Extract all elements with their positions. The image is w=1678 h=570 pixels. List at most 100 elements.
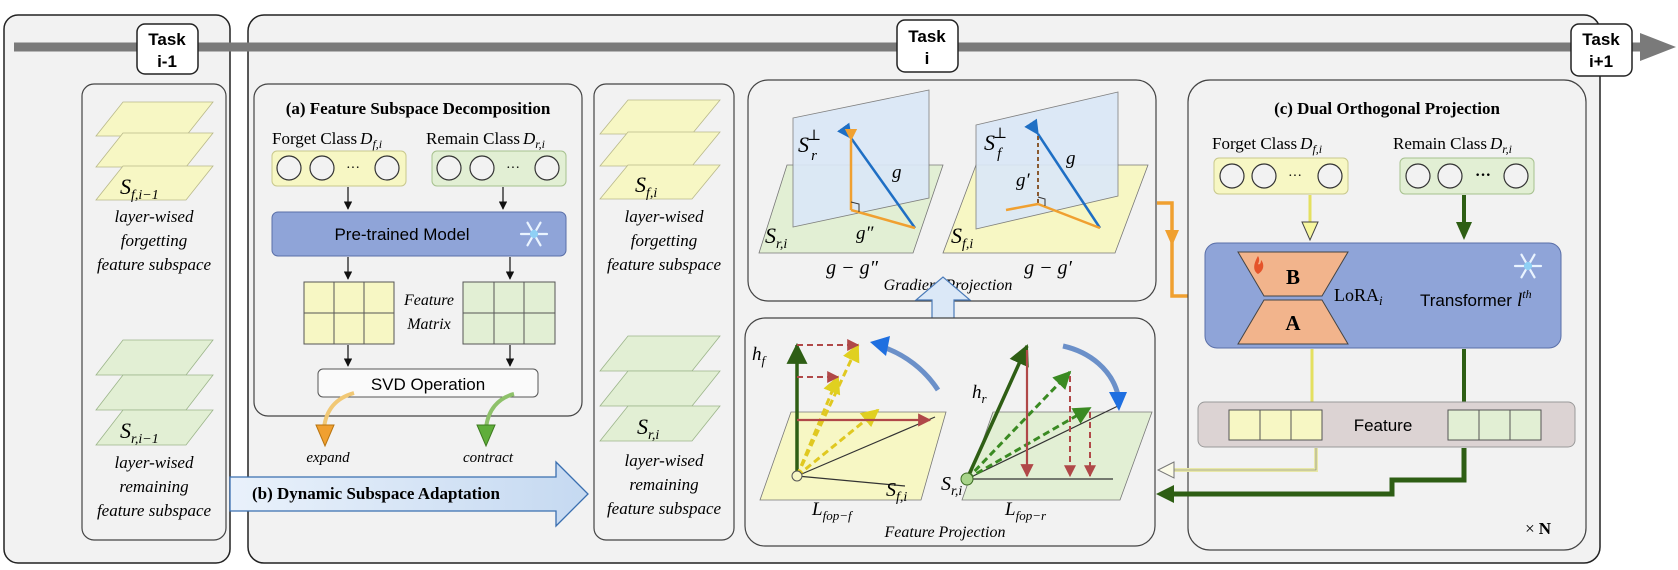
contract-curve xyxy=(484,392,515,429)
lora-A-label: A xyxy=(1285,311,1301,335)
prev-forget-stack xyxy=(95,101,214,201)
feat-left-rotation-head xyxy=(870,336,890,356)
feat-left-origin xyxy=(791,470,803,482)
grad-right-right-angle xyxy=(1037,196,1046,206)
svg-text:forgetting: forgetting xyxy=(121,231,187,250)
transformer-snowflake-icon xyxy=(1513,253,1543,279)
c-remain-samples: ··· xyxy=(1399,157,1535,195)
svg-text:Feature: Feature xyxy=(403,292,454,309)
prev-remain-label: Sr,i−1 xyxy=(120,418,159,447)
svg-text:remaining: remaining xyxy=(119,477,188,496)
grad-right-result: g − g′ xyxy=(1024,257,1072,279)
svg-text:···: ··· xyxy=(506,161,520,176)
grad-right-base-label: Sf,i xyxy=(951,223,973,252)
grad-right-vector-proj xyxy=(1037,202,1101,230)
task-prev-label: Task i-1 xyxy=(136,23,199,75)
prev-remain-caption: layer-wised remaining feature subspace xyxy=(97,453,212,520)
grad-left-base-label: Sr,i xyxy=(765,223,787,252)
contract-arrowhead xyxy=(476,424,496,448)
grad-left-right-angle xyxy=(850,201,860,212)
feat-left-yellow-vector-3 xyxy=(796,408,880,478)
svg-text:Task: Task xyxy=(148,30,186,49)
feat-right-rotation-arc xyxy=(1062,343,1121,396)
grad-left-orth-plane xyxy=(792,89,930,228)
lora-B-label: B xyxy=(1286,265,1300,289)
lora-B-block xyxy=(1237,251,1349,297)
svg-text:i+1: i+1 xyxy=(1589,52,1613,71)
svg-text:i: i xyxy=(925,49,930,68)
remain-feature-return xyxy=(1172,448,1467,497)
grad-left-vector-proj xyxy=(850,208,916,230)
forget-feature-matrix xyxy=(303,281,395,345)
pretrained-model-label: Pre-trained Model xyxy=(334,225,469,244)
panel-c-title: (c) Dual Orthogonal Projection xyxy=(1274,99,1500,118)
repeat-count: ×N xyxy=(1525,519,1552,538)
prev-forget-label: Sf,i−1 xyxy=(120,174,159,203)
feature-matrix-label: Feature Matrix xyxy=(403,292,454,333)
svg-text:feature subspace: feature subspace xyxy=(97,501,212,520)
svg-text:Task: Task xyxy=(1582,30,1620,49)
feat-left-plane-label: Sf,i xyxy=(886,479,907,505)
current-remain-stack xyxy=(599,335,721,442)
feat-right-hr-vector xyxy=(965,344,1029,480)
grad-right-g-label: g xyxy=(1066,148,1076,169)
pretrained-model-box xyxy=(271,211,567,257)
svg-text:feature subspace: feature subspace xyxy=(97,255,212,274)
svg-text:forgetting: forgetting xyxy=(631,231,697,250)
svg-text:remaining: remaining xyxy=(629,475,698,494)
a-forget-samples: ··· xyxy=(271,150,407,187)
forget-feature-return-outline xyxy=(1172,448,1317,471)
svd-label: SVD Operation xyxy=(371,375,485,394)
feat-right-loss-label: Lfop−r xyxy=(1004,499,1047,523)
grad-left-vector-g xyxy=(837,122,917,229)
svg-text:layer-wised: layer-wised xyxy=(115,207,194,226)
feat-right-plane-label: Sr,i xyxy=(941,473,962,499)
remain-feature-return-head xyxy=(1156,485,1174,503)
svg-text:feature subspace: feature subspace xyxy=(607,499,722,518)
fire-icon xyxy=(1254,256,1264,274)
prev-forget-caption: layer-wised forgetting feature subspace xyxy=(97,207,212,274)
svg-text:···: ··· xyxy=(346,161,360,176)
feat-left-yellow-vector-2 xyxy=(795,375,841,477)
a-remain-samples: ··· xyxy=(431,150,567,187)
svg-text:i-1: i-1 xyxy=(157,52,177,71)
gradient-connector-head-down xyxy=(1165,230,1179,246)
remain-feature-matrix xyxy=(462,281,556,345)
grad-right-g1-label: g′ xyxy=(1016,170,1031,191)
dynamic-adaptation-arrow xyxy=(229,460,589,528)
feature-projection-caption: Feature Projection xyxy=(884,524,1006,541)
feat-right-rotation-head xyxy=(1109,392,1127,411)
contract-label: contract xyxy=(463,450,514,466)
snowflake-icon xyxy=(519,221,549,247)
panel-a-title: (a) Feature Subspace Decomposition xyxy=(286,99,551,118)
expand-curve xyxy=(322,391,355,429)
feat-right-origin xyxy=(960,472,974,486)
expand-arrowhead xyxy=(315,424,335,448)
feature-forget-cells xyxy=(1228,409,1323,441)
svg-text:···: ··· xyxy=(1288,169,1302,184)
svg-text:layer-wised: layer-wised xyxy=(115,453,194,472)
current-forget-label: Sf,i xyxy=(635,172,657,201)
feature-label: Feature xyxy=(1354,416,1413,435)
grad-right-vector-orth xyxy=(1005,202,1039,212)
task-current-label: Task i xyxy=(896,19,959,73)
feat-right-green-vector-2 xyxy=(966,406,1092,481)
current-forget-stack xyxy=(599,99,721,200)
current-remain-label: Sr,i xyxy=(637,414,659,443)
svg-text:layer-wised: layer-wised xyxy=(625,451,704,470)
svg-text:···: ··· xyxy=(1475,167,1491,184)
current-remain-caption: layer-wised remaining feature subspace xyxy=(607,451,722,518)
grad-right-orth-plane xyxy=(975,91,1119,230)
grad-right-orth-label: S⊥f xyxy=(984,126,1007,162)
c-remain-arrow-head xyxy=(1456,222,1472,240)
grad-left-g-label: g xyxy=(892,162,902,183)
timeline-arrowhead xyxy=(1640,33,1676,61)
grad-left-result: g − g″ xyxy=(826,257,878,279)
svg-text:layer-wised: layer-wised xyxy=(625,207,704,226)
